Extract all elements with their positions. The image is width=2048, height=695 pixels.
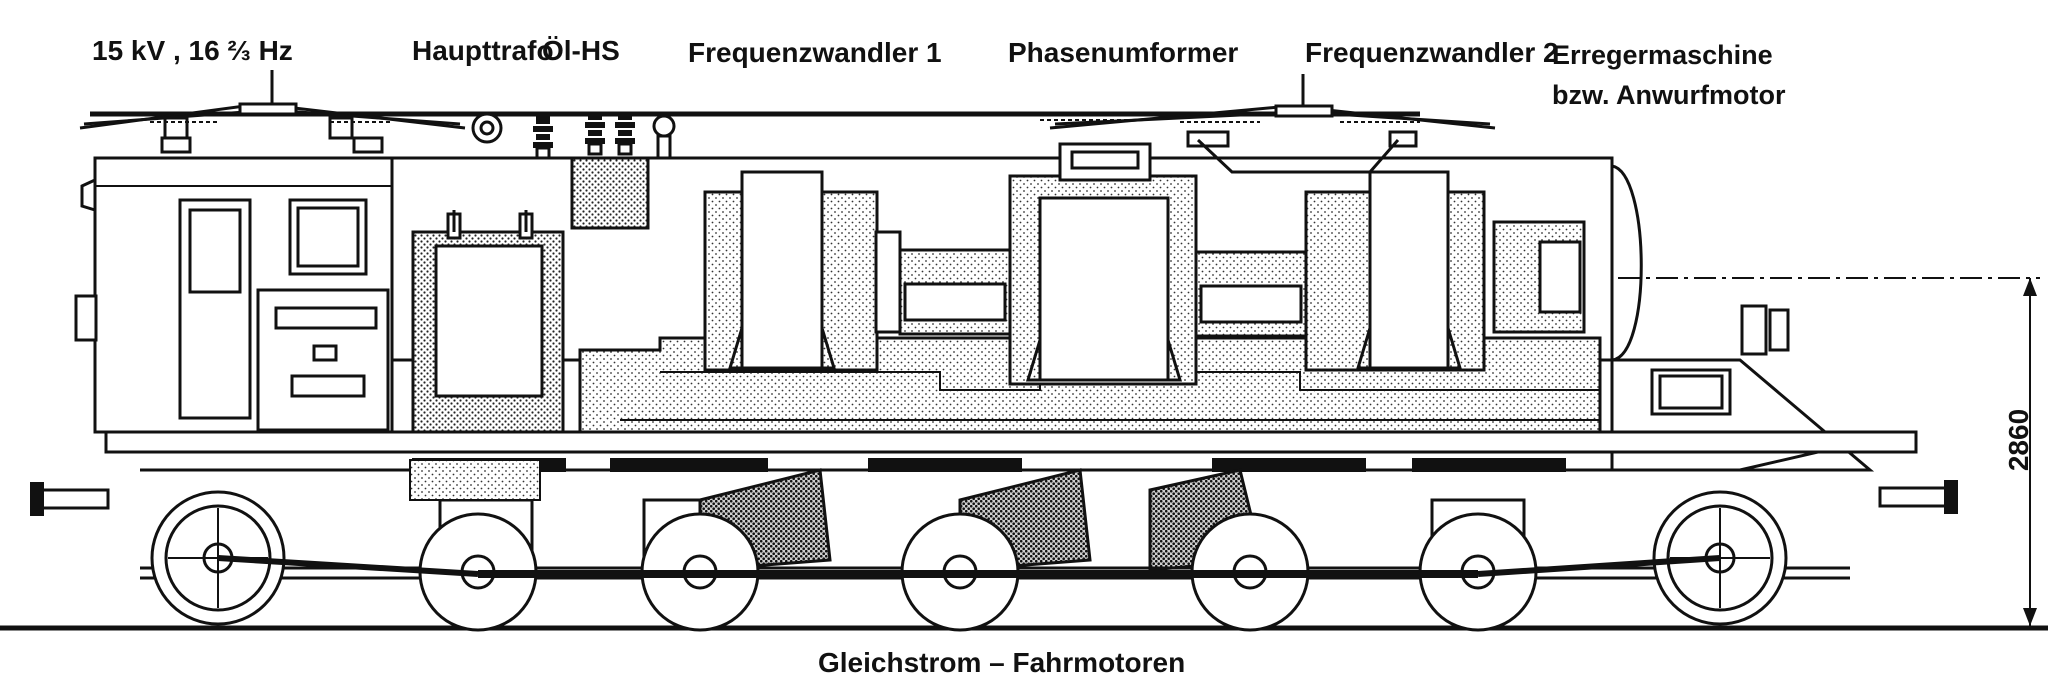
exciter-label-line2: bzw. Anwurfmotor bbox=[1552, 80, 1786, 110]
wheels bbox=[150, 490, 1788, 632]
exciter-label-line1: Erregermaschine bbox=[1552, 40, 1773, 70]
freq-converter-2-label: Frequenzwandler 2 bbox=[1305, 37, 1559, 68]
phase-converter-label: Phasenumformer bbox=[1008, 37, 1238, 68]
roof-insulators bbox=[471, 112, 676, 160]
traction-motors-label: Gleichstrom – Fahrmotoren bbox=[818, 647, 1185, 678]
main-transformer-label: Haupttrafo bbox=[412, 35, 554, 66]
voltage-label: 15 kV , 16 ⅔ Hz bbox=[92, 35, 293, 66]
oil-switch-label: Öl-HS bbox=[542, 35, 620, 66]
height-dimension-label: 2860 bbox=[2003, 409, 2034, 471]
locomotive-body bbox=[74, 138, 1875, 472]
pantograph-1 bbox=[79, 70, 466, 154]
pantograph-2 bbox=[1040, 74, 1496, 148]
freq-converter-1-label: Frequenzwandler 1 bbox=[688, 37, 942, 68]
